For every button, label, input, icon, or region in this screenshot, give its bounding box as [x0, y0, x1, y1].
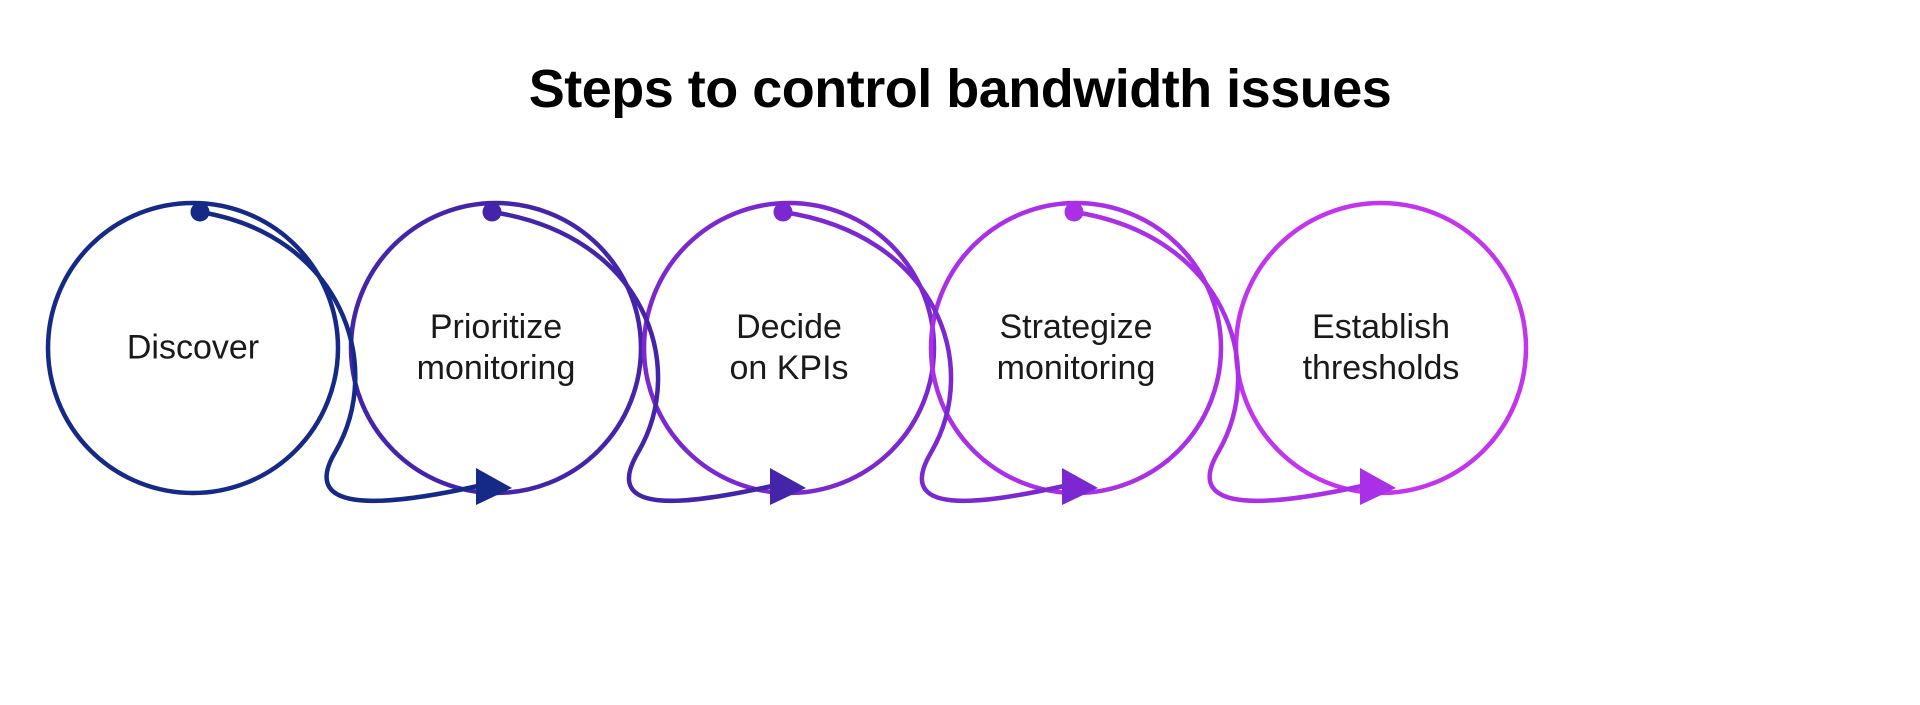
step-arrow-path-4: [1073, 209, 1363, 504]
step-circles-group: [45, 200, 1529, 496]
page-title: Steps to control bandwidth issues: [528, 59, 1392, 119]
step-arrow-path-3: [782, 209, 1065, 504]
step-arrow-head-1: [476, 468, 512, 505]
step-arrow-head-4: [1360, 468, 1396, 505]
step-start-dot-2: [482, 202, 502, 222]
step-arrows-group: [190, 202, 1396, 505]
step-circle-5: [1233, 200, 1529, 496]
step-circle-2: [348, 200, 644, 496]
step-circle-3: [641, 200, 937, 496]
step-arrow-head-2: [770, 468, 806, 505]
step-circle-1: [45, 200, 341, 496]
step-start-dot-1: [190, 202, 210, 222]
step-arrow-head-3: [1062, 468, 1098, 505]
step-arrow-path-2: [491, 209, 773, 504]
step-start-dot-3: [773, 202, 793, 222]
step-start-dot-4: [1064, 202, 1084, 222]
step-arrow-path-1: [199, 209, 479, 504]
step-circle-4: [928, 200, 1224, 496]
